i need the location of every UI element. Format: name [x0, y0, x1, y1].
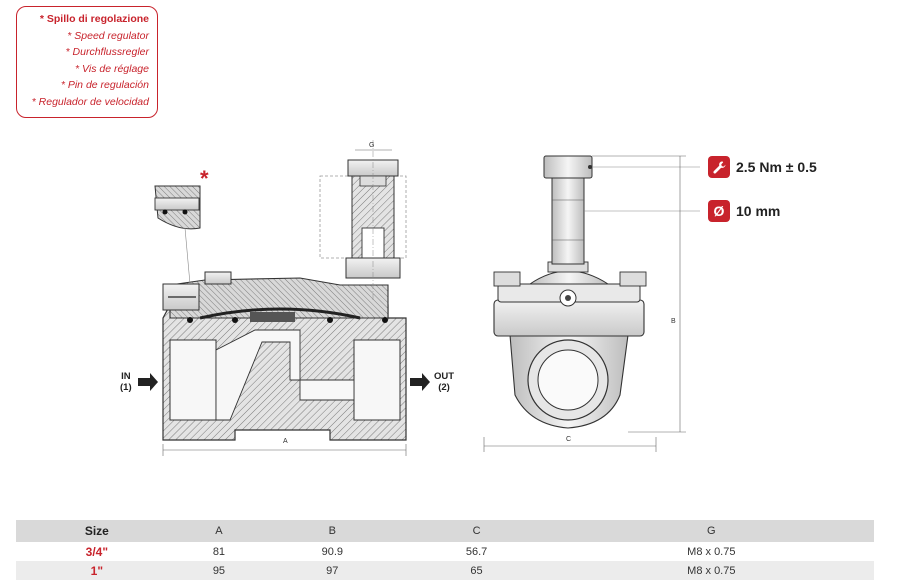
legend-line-pt: * Pin de regulación [60, 79, 149, 91]
cell-c: 65 [404, 561, 549, 580]
header-g: G [548, 520, 874, 542]
cell-a: 95 [177, 561, 261, 580]
diameter-spec: Ø 10 mm [708, 200, 780, 222]
regulator-legend-box: * Spillo di regolazione * Speed regulato… [16, 6, 158, 118]
torque-spec: 2.5 Nm ± 0.5 [708, 156, 817, 178]
outlet-label-number: (2) [438, 382, 450, 393]
header-size: Size [16, 520, 178, 542]
diameter-value: 10 mm [736, 203, 781, 219]
header-a: A [177, 520, 261, 542]
callout-asterisk: * [200, 166, 209, 191]
dimension-c-label: C [566, 436, 572, 443]
dimension-b-label: B [671, 318, 676, 325]
section-view [138, 140, 430, 456]
table-row: 1" 95 97 65 M8 x 0.75 [16, 561, 874, 580]
inlet-label-number: (1) [120, 382, 132, 393]
wrench-icon [708, 156, 730, 178]
outlet-label: OUT (2) [434, 371, 454, 393]
inlet-label: IN (1) [120, 371, 132, 393]
dimension-a-label: A [283, 438, 288, 445]
cell-a: 81 [212, 545, 226, 558]
header-b: B [260, 520, 405, 542]
regulator-detail-callout [154, 185, 201, 285]
legend-line-en: * Speed regulator [67, 29, 149, 42]
legend-line-es: * Regulador de velocidad [31, 95, 149, 108]
table-row: 3/4" 81 90.9 56.7 M8 x 0.75 [16, 542, 874, 561]
cell-size: 1" [16, 561, 178, 580]
legend-line-fr: * Vis de réglage [75, 62, 149, 75]
header-c: C [404, 520, 549, 542]
legend-line-it: * Spillo di regolazione [39, 13, 149, 25]
dimensions-table: Size A B C G 3/4" 81 90.9 56.7 M8 x 0.75… [16, 520, 874, 580]
diameter-icon: Ø [708, 200, 730, 222]
dimension-g-label: G [369, 142, 375, 149]
legend-line-de: * Durchflussregler [65, 46, 149, 58]
side-view [483, 155, 700, 452]
cell-b: 97 [260, 561, 405, 580]
cell-c: 56.7 [465, 545, 488, 558]
cell-b: 90.9 [321, 545, 344, 558]
valve-drawing [138, 140, 700, 456]
table-header-row: Size A B C G [16, 520, 874, 542]
torque-value: 2.5 Nm ± 0.5 [736, 159, 817, 175]
cell-g: M8 x 0.75 [548, 561, 874, 580]
cell-size: 3/4" [85, 544, 109, 559]
outlet-label-text: OUT [434, 371, 455, 382]
cell-g: M8 x 0.75 [687, 545, 736, 558]
inlet-label-text: IN [121, 371, 131, 382]
